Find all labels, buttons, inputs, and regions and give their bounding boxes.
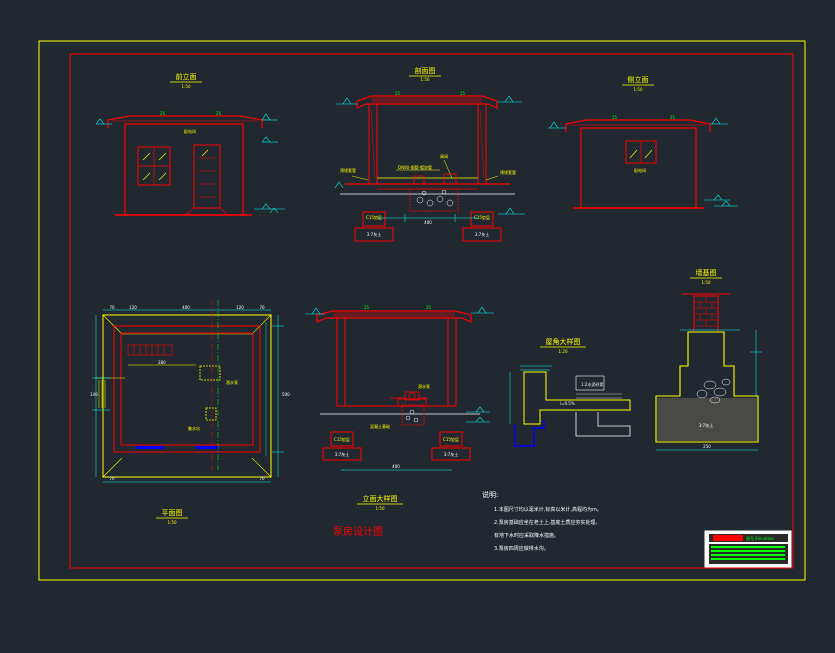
section-found-left: C15垫层 bbox=[366, 214, 382, 220]
plan-dim-bottom-4: 70 bbox=[259, 476, 265, 481]
elevation-base-label: 混凝土基础 bbox=[370, 423, 390, 429]
section-title: 剖面图 bbox=[415, 66, 436, 75]
elevation-detail-scale: 1:50 bbox=[376, 506, 385, 511]
section-span: 400 bbox=[424, 220, 432, 225]
svg-text:25: 25 bbox=[426, 305, 432, 310]
section-found-right: C15垫层 bbox=[474, 214, 490, 220]
plan-dim-top-3: 120 bbox=[236, 305, 244, 310]
section-left-note: 预埋套管 bbox=[340, 167, 356, 173]
plan-dim-top-2: 400 bbox=[182, 305, 190, 310]
side-elevation-view: 侧立面 1:50 25 25 配电间 bbox=[548, 75, 738, 209]
eave-detail-note: 1:2水泥砂浆 bbox=[581, 381, 603, 387]
plan-pump-label: 潜水泵 bbox=[226, 379, 238, 385]
elevation-found-right: C15垫层 bbox=[443, 436, 459, 442]
front-elevation-title: 前立面 bbox=[176, 72, 197, 81]
plan-dim-top-4: 70 bbox=[259, 305, 265, 310]
title-block-label: 图号 Elevation bbox=[746, 535, 774, 541]
elevation-detail-view: 25 25 潜水泵 混凝土基础 C15垫层 C15垫层 3:7灰土 3:7灰土 … bbox=[305, 305, 494, 511]
elevation-base-right: 3:7灰土 bbox=[444, 451, 458, 457]
svg-text:25: 25 bbox=[364, 305, 370, 310]
section-pipe-label: DN80-钢管-镀锌管 bbox=[398, 164, 432, 170]
section-valve-label: 闸阀 bbox=[440, 153, 448, 159]
notes-title: 说明: bbox=[482, 490, 498, 499]
plan-title: 平面图 bbox=[162, 509, 183, 517]
outer-frame bbox=[38, 40, 806, 581]
plan-view: 280 潜水泵 集水坑 70 120 400 120 70 70 70 140 … bbox=[90, 300, 290, 525]
section-base-right: 3:7灰土 bbox=[475, 231, 489, 237]
svg-text:25: 25 bbox=[460, 91, 466, 96]
plan-pit-label: 集水坑 bbox=[188, 425, 200, 431]
plan-dim-bottom-0: 70 bbox=[109, 476, 115, 481]
svg-text:25: 25 bbox=[395, 91, 401, 96]
plan-scale: 1:50 bbox=[168, 520, 177, 525]
main-drawing-title: 泵房设计图 bbox=[333, 525, 383, 538]
elevation-base-left: 3:7灰土 bbox=[335, 451, 349, 457]
svg-text:25: 25 bbox=[216, 111, 222, 116]
front-elevation-plate: 配电间 bbox=[184, 128, 196, 134]
notes-item-4: 3.泵房四周应做排水沟。 bbox=[494, 545, 549, 552]
eave-detail-scale: 1:20 bbox=[559, 349, 568, 354]
elevation-pump-label: 潜水泵 bbox=[418, 383, 430, 389]
plan-inner-dim: 500 bbox=[282, 392, 290, 397]
notes-item-1: 1.本图尺寸均以毫米计,标高以米计,高程均为m。 bbox=[494, 506, 602, 513]
front-elevation-view: 前立面 1:50 25 25 配电间 bbox=[95, 72, 285, 216]
side-elevation-title: 侧立面 bbox=[628, 75, 649, 84]
wall-foundation-scale: 1:50 bbox=[702, 280, 711, 285]
eave-detail-title: 屋角大样图 bbox=[546, 337, 581, 346]
eave-detail-view: 屋角大样图 1:20 1:2水泥砂浆 i=0.5% bbox=[509, 337, 631, 447]
drawing-border bbox=[69, 53, 794, 569]
section-scale: 1:50 bbox=[421, 77, 430, 82]
svg-text:140: 140 bbox=[90, 392, 98, 397]
wall-foundation-width: 250 bbox=[703, 444, 711, 449]
svg-text:25: 25 bbox=[612, 115, 618, 120]
elevation-found-left: C15垫层 bbox=[334, 436, 350, 442]
front-elevation-scale: 1:50 bbox=[182, 84, 191, 89]
section-right-note: 预埋套管 bbox=[500, 169, 516, 175]
section-view: 剖面图 1:50 25 25 DN80-钢管-镀锌管 闸阀 预埋套管 bbox=[334, 66, 525, 242]
wall-foundation-view: 墙基图 1:50 3:7灰土 250 bbox=[655, 268, 762, 451]
side-elevation-plate: 配电间 bbox=[634, 167, 646, 173]
notes-block: 说明: 1.本图尺寸均以毫米计,标高以米计,高程均为m。 2.泵房基础应坐在老土… bbox=[482, 490, 602, 552]
svg-text:25: 25 bbox=[670, 115, 676, 120]
section-base-left: 3:7灰土 bbox=[367, 231, 381, 237]
wall-foundation-title: 墙基图 bbox=[696, 268, 717, 277]
svg-text:i=0.5%: i=0.5% bbox=[560, 401, 575, 406]
plan-dim-top-0: 70 bbox=[109, 305, 115, 310]
elevation-span: 400 bbox=[392, 464, 400, 469]
title-block: 图号 Elevation bbox=[704, 530, 792, 568]
elevation-detail-title: 立面大样图 bbox=[363, 494, 398, 503]
notes-item-3: 有地下水时应采取降水措施。 bbox=[494, 532, 559, 539]
notes-item-2: 2.泵房基础应坐在老土上,基底土质应夯实处理。 bbox=[494, 519, 600, 526]
svg-text:280: 280 bbox=[158, 360, 166, 365]
svg-text:25: 25 bbox=[160, 111, 166, 116]
plan-dim-top-1: 120 bbox=[129, 305, 137, 310]
side-elevation-scale: 1:50 bbox=[634, 87, 643, 92]
wall-foundation-fill: 3:7灰土 bbox=[699, 422, 713, 428]
